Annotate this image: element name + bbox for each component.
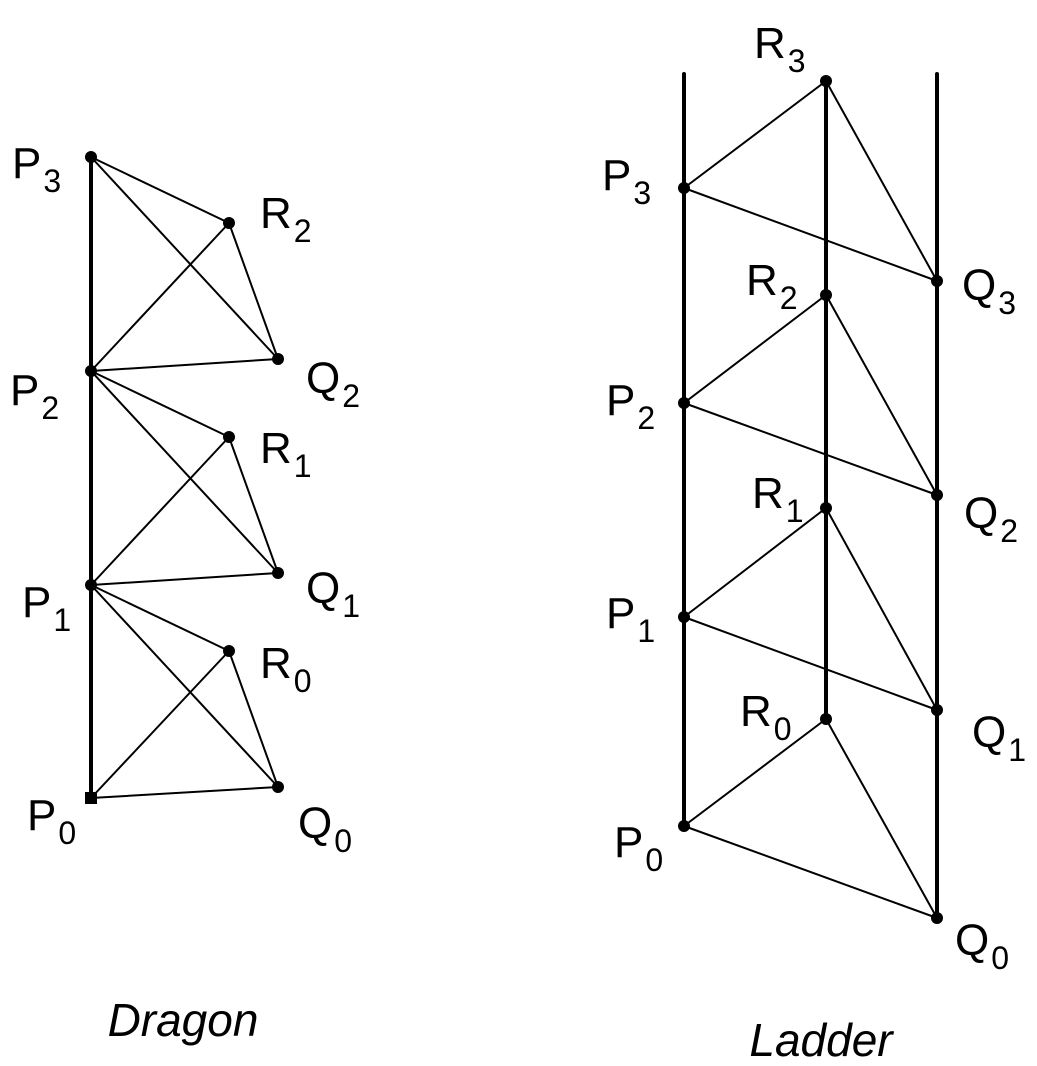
dragon-edge-r0-q0 bbox=[228, 650, 279, 788]
ladder-edge-r3-q3 bbox=[825, 80, 938, 282]
ladder-edge-p3-r3 bbox=[683, 80, 827, 189]
dragon-vertex-p2 bbox=[85, 365, 97, 377]
ladder-label-p0: P0 bbox=[614, 818, 663, 878]
ladder-vertex-r0 bbox=[820, 713, 832, 725]
dragon-edge-p1-r0 bbox=[90, 584, 230, 652]
dragon-label-r2: R2 bbox=[260, 189, 312, 249]
dragon-vertex-q1 bbox=[272, 567, 284, 579]
ladder-label-p2: P2 bbox=[606, 376, 655, 436]
ladder-label-p1: P1 bbox=[606, 589, 655, 649]
dragon-edge-p1-r1 bbox=[90, 436, 230, 586]
ladder-vertex-r1 bbox=[820, 502, 832, 514]
dragon-edge-p1-q1 bbox=[90, 572, 279, 586]
ladder-caption: Ladder bbox=[749, 1014, 894, 1066]
ladder-vertex-p2 bbox=[678, 397, 690, 409]
dragon-vertices bbox=[85, 151, 284, 804]
ladder-edge-r2-q2 bbox=[825, 294, 938, 496]
ladder-label-q3: Q3 bbox=[962, 261, 1016, 321]
ladder-edge-p2-q2 bbox=[683, 402, 938, 496]
ladder-vertex-p3 bbox=[678, 182, 690, 194]
ladder-edge-p0-q0 bbox=[683, 825, 938, 919]
ladder-label-q0: Q0 bbox=[955, 916, 1009, 976]
dragon-label-q2: Q2 bbox=[306, 354, 360, 414]
dragon-label-p0: P0 bbox=[27, 791, 76, 851]
dragon-edge-r2-q2 bbox=[228, 222, 279, 360]
dragon-edge-p2-r1 bbox=[90, 370, 230, 438]
dragon-edge-p0-q0 bbox=[90, 786, 279, 799]
dragon-vertex-p3 bbox=[85, 151, 97, 163]
dragon-label-q0: Q0 bbox=[298, 799, 352, 859]
dragon-label-r1: R1 bbox=[260, 424, 312, 484]
dragon-edge-p0-r0 bbox=[90, 650, 230, 799]
ladder-label-q1: Q1 bbox=[972, 708, 1026, 768]
ladder-edges bbox=[682, 72, 939, 920]
dragon-label-p1: P1 bbox=[22, 578, 71, 638]
ladder-vertex-q1 bbox=[931, 704, 943, 716]
dragon-edge-p1-q0 bbox=[90, 584, 279, 788]
dragon-vertex-q0 bbox=[272, 781, 284, 793]
ladder-edge-r1-q1 bbox=[825, 507, 938, 711]
dragon-edge-p2-q1 bbox=[90, 370, 279, 574]
dragon-vertex-q2 bbox=[272, 353, 284, 365]
dragon-label-r0: R0 bbox=[260, 639, 312, 699]
dragon-vertex-p1 bbox=[85, 579, 97, 591]
dragon-edge-p3-r2 bbox=[90, 156, 230, 224]
ladder-vertex-q3 bbox=[931, 275, 943, 287]
ladder-edge-p1-q1 bbox=[683, 616, 938, 711]
dragon-label-q1: Q1 bbox=[306, 564, 360, 624]
ladder-vertices bbox=[678, 75, 943, 924]
ladder-edge-p1-r1 bbox=[683, 507, 827, 618]
ladder-edge-p2-r2 bbox=[683, 294, 827, 404]
dragon-edge-p3-q2 bbox=[90, 156, 279, 360]
ladder-edge-p3-q3 bbox=[683, 187, 938, 282]
dragon-edge-r1-q1 bbox=[228, 436, 279, 574]
ladder-vertex-r3 bbox=[820, 75, 832, 87]
ladder-label-r2: R2 bbox=[746, 256, 798, 316]
ladder-label-r1: R1 bbox=[752, 469, 804, 529]
dragon-edges bbox=[89, 155, 279, 800]
ladder-label-r3: R3 bbox=[754, 19, 806, 79]
dragon-vertex-r1 bbox=[223, 431, 235, 443]
ladder-vertex-q0 bbox=[931, 912, 943, 924]
dragon-vertex-r0 bbox=[223, 645, 235, 657]
ladder-vertex-p0 bbox=[678, 820, 690, 832]
dragon-vertex-p0 bbox=[85, 792, 97, 804]
dragon-caption: Dragon bbox=[108, 994, 259, 1046]
ladder-label-q2: Q2 bbox=[964, 489, 1018, 549]
ladder-label-r0: R0 bbox=[740, 687, 792, 747]
ladder-edge-p0-r0 bbox=[683, 718, 827, 827]
ladder-edge-r0-q0 bbox=[825, 718, 938, 919]
ladder-vertex-p1 bbox=[678, 611, 690, 623]
ladder-vertex-q2 bbox=[931, 489, 943, 501]
dragon-edge-p2-q2 bbox=[90, 358, 279, 372]
dragon-edge-p2-r2 bbox=[90, 222, 230, 372]
dragon-vertex-r2 bbox=[223, 217, 235, 229]
ladder-label-p3: P3 bbox=[602, 151, 651, 211]
ladder-vertex-r2 bbox=[820, 289, 832, 301]
dragon-label-p3: P3 bbox=[12, 139, 61, 199]
dragon-label-p2: P2 bbox=[10, 366, 59, 426]
